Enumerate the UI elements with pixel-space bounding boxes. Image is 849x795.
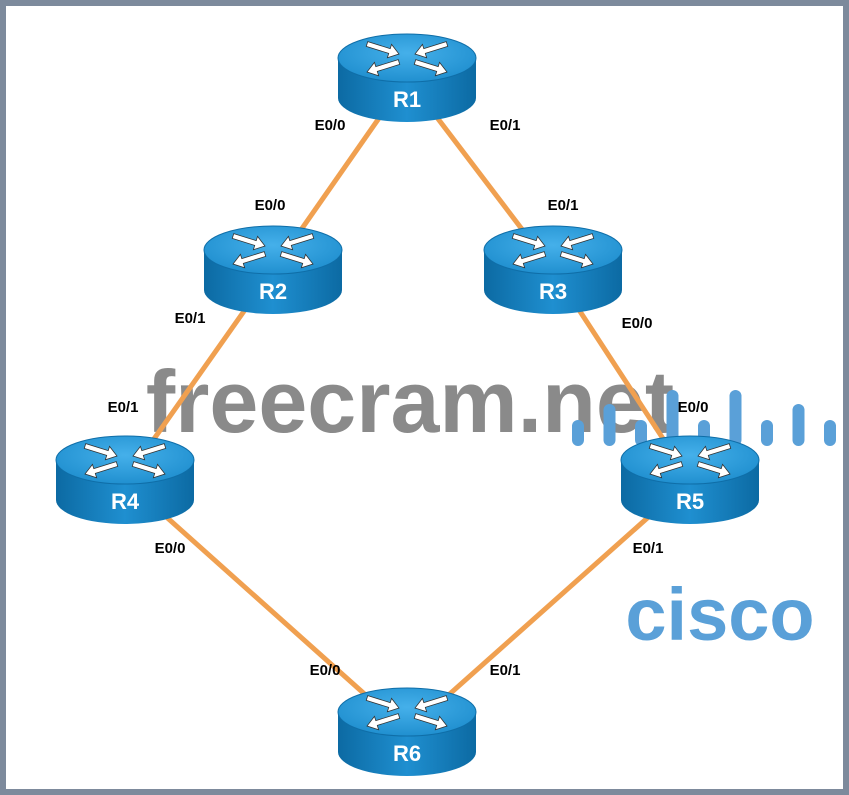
interface-label-R6: E0/1: [490, 662, 521, 679]
router-R2[interactable]: R2: [203, 225, 343, 314]
router-R6[interactable]: R6: [337, 687, 477, 776]
router-R4[interactable]: R4: [55, 435, 195, 524]
interface-label-R4: E0/0: [155, 540, 186, 557]
router-top: [203, 225, 343, 275]
router-top: [337, 687, 477, 737]
router-top: [55, 435, 195, 485]
interface-label-R2: E0/0: [255, 197, 286, 214]
router-arrows-icon: [231, 233, 315, 269]
router-arrows-icon: [365, 695, 449, 731]
router-label: R5: [676, 489, 704, 514]
cisco-logo-watermark: cisco: [572, 390, 836, 656]
interface-label-R3: E0/1: [548, 197, 579, 214]
interface-label-R5: E0/1: [633, 540, 664, 557]
router-label: R1: [393, 87, 421, 112]
router-R1[interactable]: R1: [337, 33, 477, 122]
router-R5[interactable]: R5: [620, 435, 760, 524]
router-top: [620, 435, 760, 485]
link-R5-R6: [405, 478, 692, 734]
link-R4-R6: [123, 478, 409, 734]
interface-label-R4: E0/1: [108, 399, 139, 416]
watermark-text: freecram.net: [146, 352, 674, 451]
router-label: R6: [393, 741, 421, 766]
router-arrows-icon: [365, 41, 449, 77]
interface-label-R5: E0/0: [678, 399, 709, 416]
router-label: R4: [111, 489, 140, 514]
interface-label-R6: E0/0: [310, 662, 341, 679]
router-label: R2: [259, 279, 287, 304]
interface-label-R1: E0/0: [315, 117, 346, 134]
router-arrows-icon: [511, 233, 595, 269]
router-R3[interactable]: R3: [483, 225, 623, 314]
interface-label-R2: E0/1: [175, 310, 206, 327]
interface-label-R3: E0/0: [622, 315, 653, 332]
router-top: [483, 225, 623, 275]
cisco-logo-text: cisco: [625, 573, 814, 656]
router-label: R3: [539, 279, 567, 304]
interface-label-R1: E0/1: [490, 117, 521, 134]
router-top: [337, 33, 477, 83]
router-arrows-icon: [648, 443, 732, 479]
router-arrows-icon: [83, 443, 167, 479]
